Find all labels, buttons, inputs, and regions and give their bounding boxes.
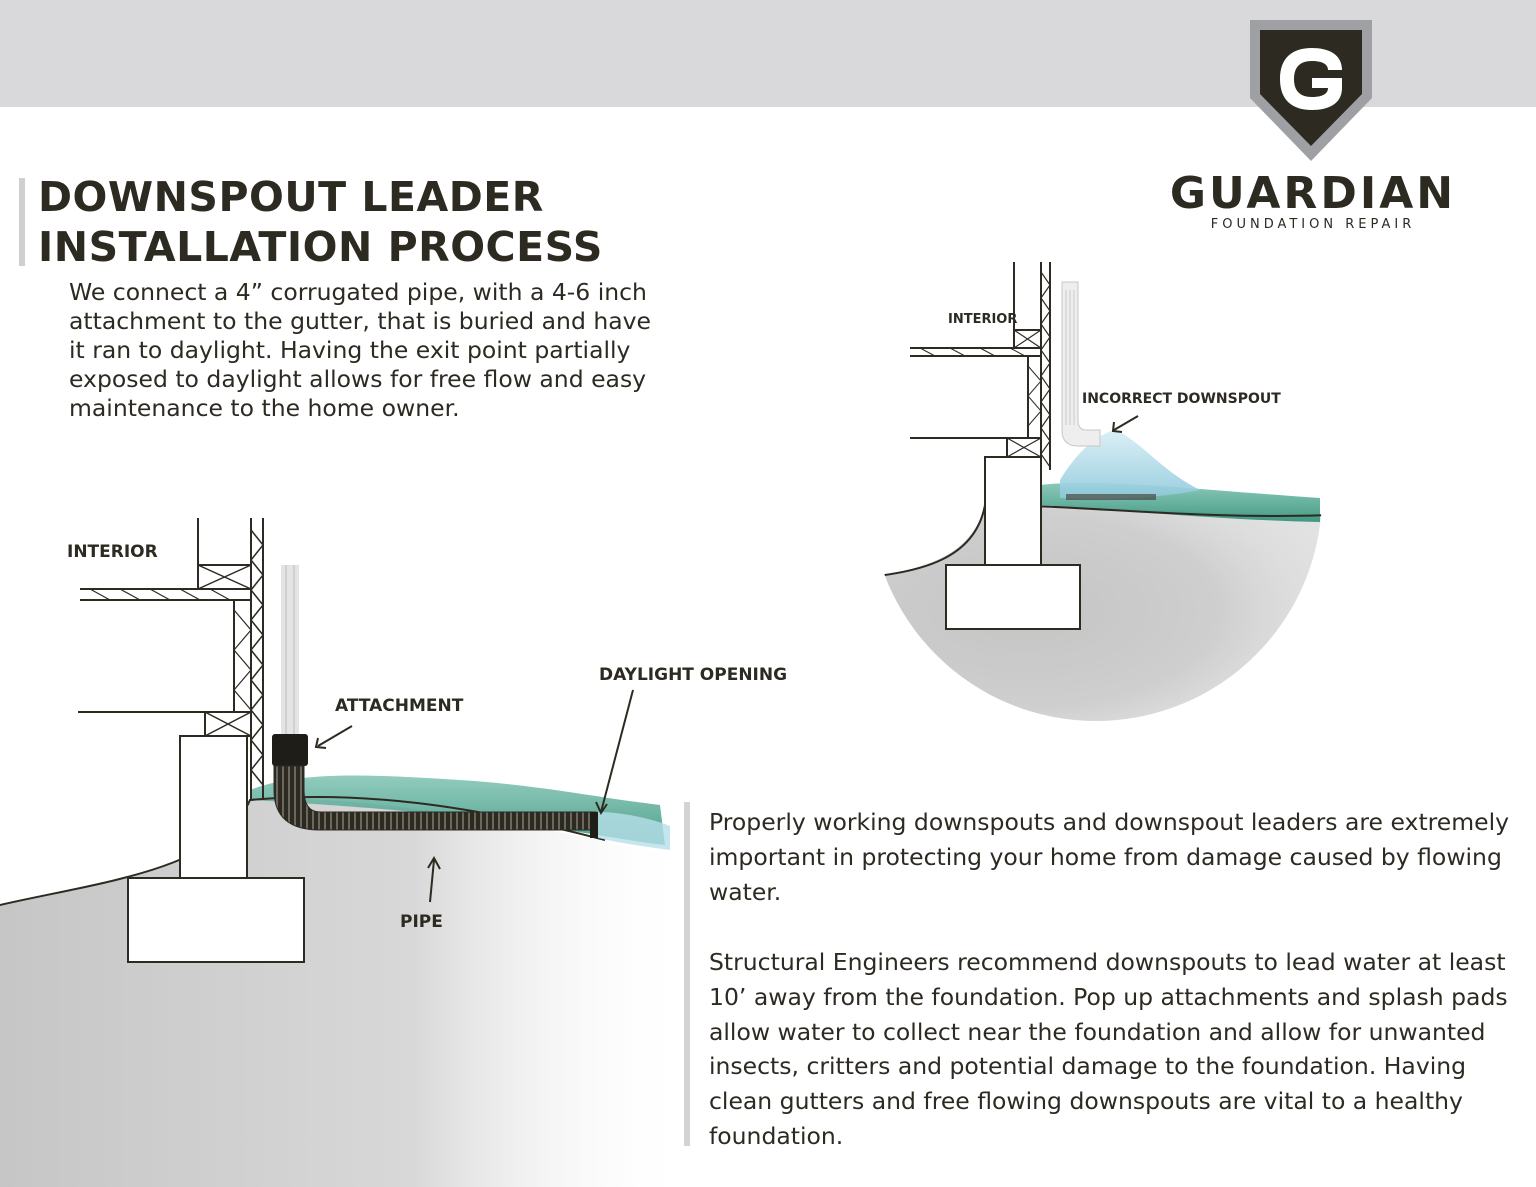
body-accent-bar	[684, 802, 690, 1146]
label-attachment: ATTACHMENT	[335, 696, 464, 716]
label-incorrect-downspout: INCORRECT DOWNSPOUT	[1082, 391, 1281, 407]
label-pipe: PIPE	[400, 912, 443, 932]
title-accent-bar	[19, 178, 25, 266]
correct-downspout-diagram	[0, 518, 690, 1187]
label-interior-left: INTERIOR	[67, 542, 158, 562]
intro-paragraph: We connect a 4” corrugated pipe, with a …	[69, 278, 651, 422]
title-line-2: INSTALLATION PROCESS	[38, 223, 603, 271]
soil-area	[0, 798, 690, 1187]
arrow-attachment	[314, 725, 353, 749]
label-interior-right: INTERIOR	[948, 312, 1017, 327]
body-paragraph-2: Structural Engineers recommend downspout…	[709, 948, 1508, 1150]
shield-g-icon	[1250, 20, 1372, 161]
label-daylight-opening: DAYLIGHT OPENING	[599, 665, 787, 685]
page-title: DOWNSPOUT LEADER INSTALLATION PROCESS	[38, 172, 603, 272]
arrow-daylight-opening	[595, 689, 634, 816]
body-paragraph-1: Properly working downspouts and downspou…	[709, 808, 1510, 906]
title-line-1: DOWNSPOUT LEADER	[38, 173, 544, 221]
incorrect-downspout-diagram	[870, 262, 1322, 721]
arrow-incorrect-downspout	[1111, 415, 1139, 433]
guardian-logo: GUARDIAN FOUNDATION REPAIR	[1128, 18, 1498, 234]
arrow-pipe	[427, 855, 441, 903]
brand-name: GUARDIAN	[1169, 168, 1457, 219]
brand-subtitle: FOUNDATION REPAIR	[1210, 217, 1416, 232]
